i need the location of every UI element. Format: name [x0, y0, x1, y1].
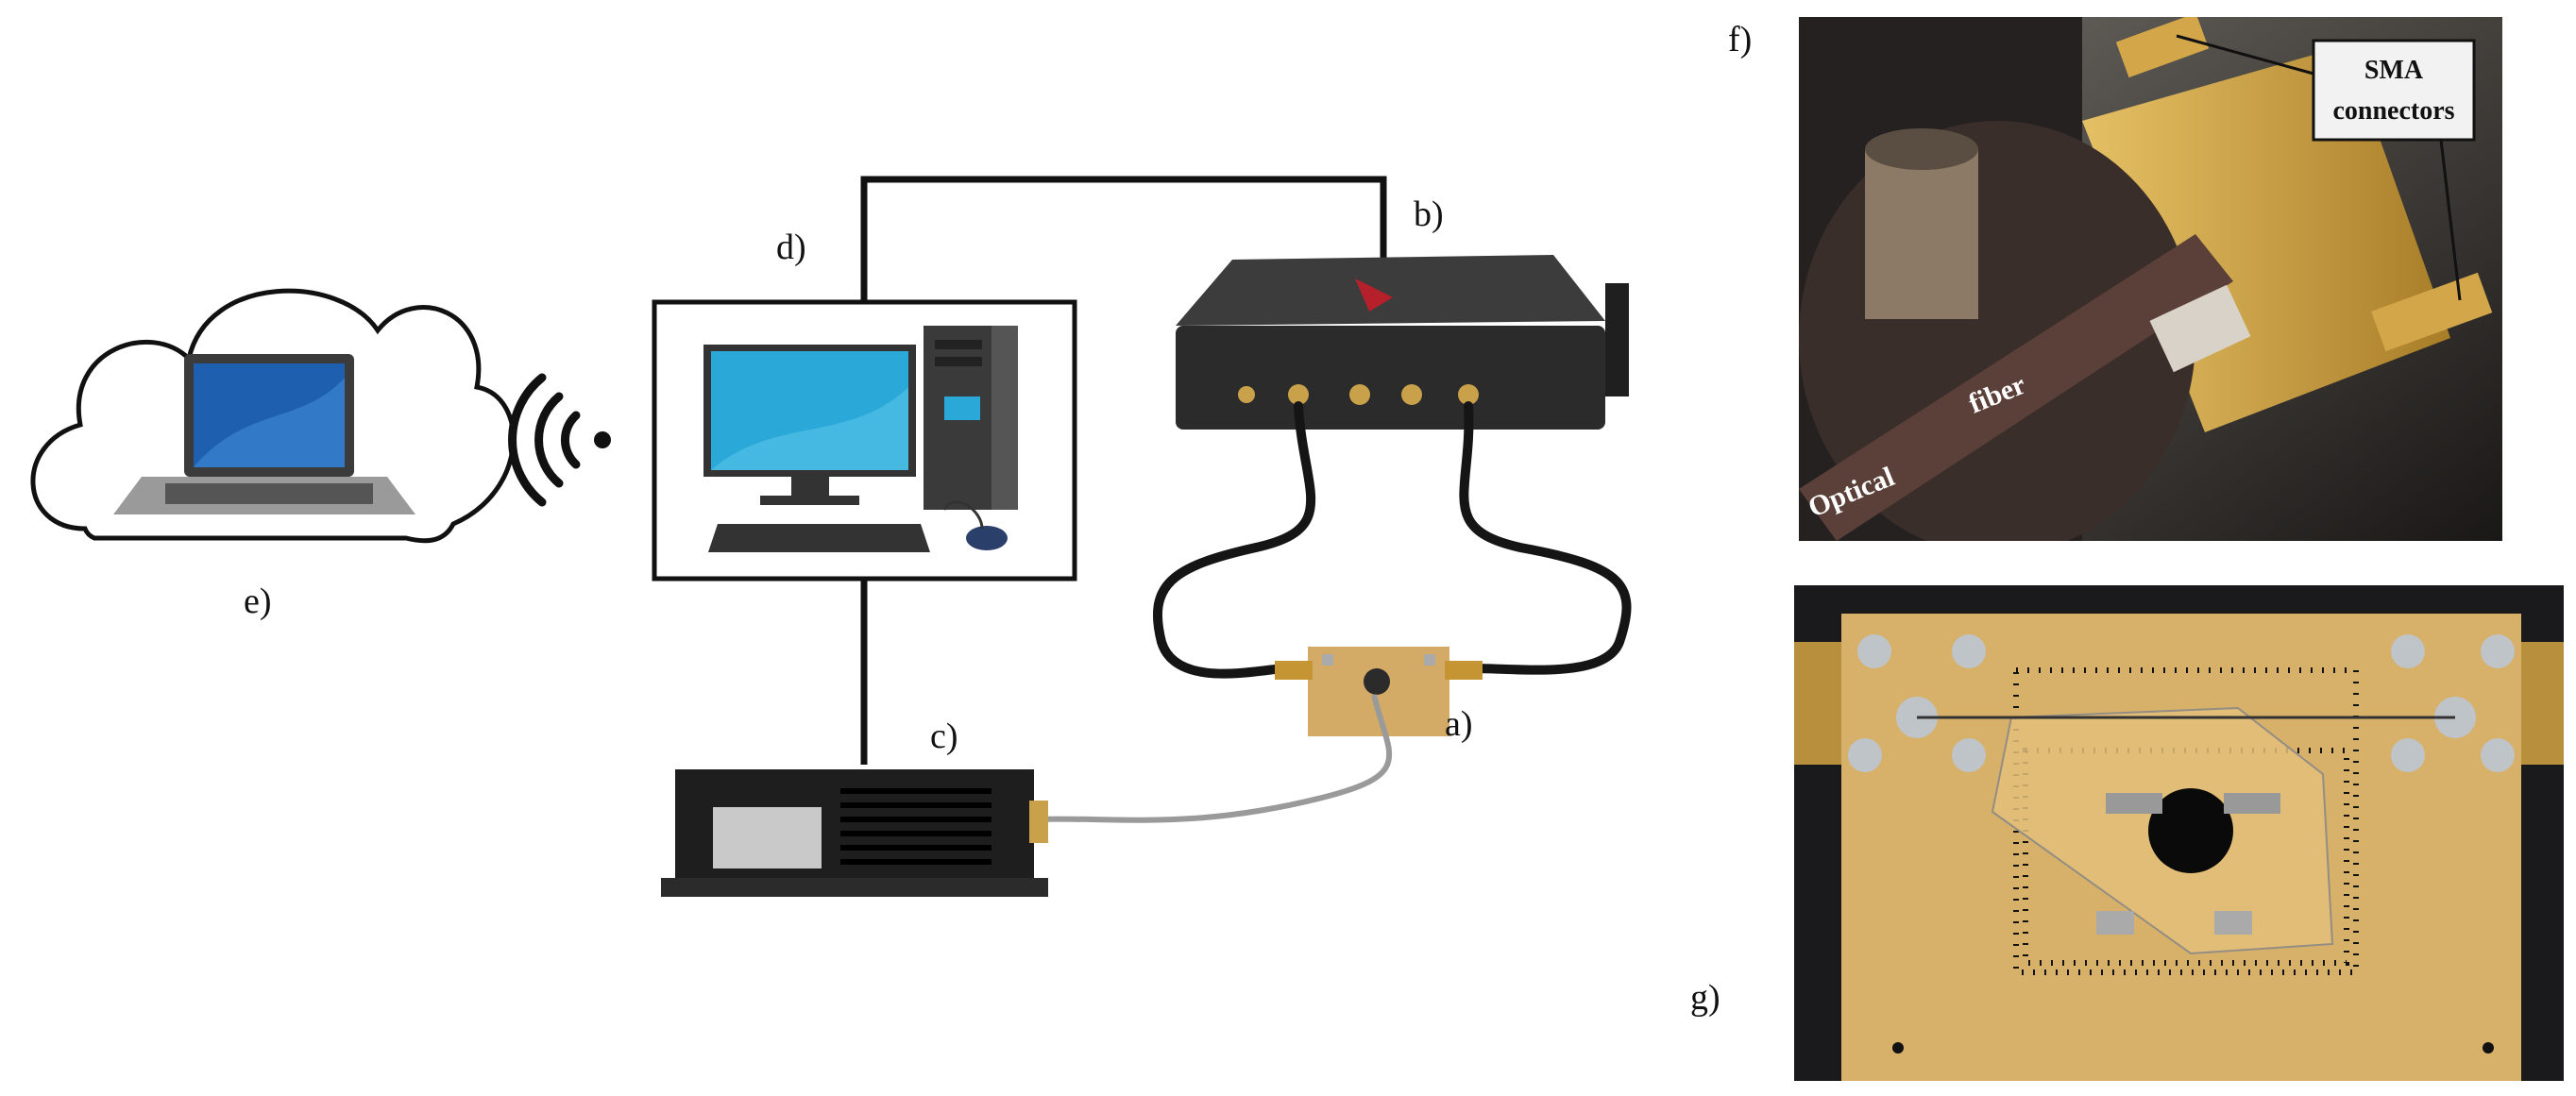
cable-lines — [860, 176, 1387, 765]
desktop-computer-icon — [703, 326, 1018, 552]
label-d: d) — [776, 228, 806, 267]
network-analyzer-icon — [1176, 255, 1629, 430]
photo-sma-connectors: Optical fiber SMA connectors — [1799, 17, 2502, 541]
wireless-signal-icon — [508, 373, 611, 507]
rf-cables — [1153, 401, 1632, 679]
label-a: a) — [1445, 704, 1473, 744]
cloud-outline — [30, 288, 517, 544]
optical-fiber — [1033, 694, 1393, 823]
label-f: f) — [1728, 20, 1753, 59]
laser-source-icon — [661, 769, 1048, 897]
photo-f-illustration: Optical fiber SMA connectors — [1799, 17, 2502, 541]
label-b: b) — [1414, 194, 1444, 234]
sma-callout-box — [2312, 39, 2476, 142]
sma-callout-line1: SMA — [2364, 56, 2424, 85]
label-e: e) — [244, 582, 272, 621]
label-c: c) — [930, 717, 958, 756]
sma-callout-line2: connectors — [2332, 96, 2454, 126]
cloud-laptop-group — [30, 288, 517, 544]
laptop-icon — [113, 354, 415, 514]
photo-sensor-board — [1794, 585, 2564, 1081]
photo-g-illustration — [1794, 585, 2564, 1081]
computer-to-analyzer-wire — [860, 176, 1387, 304]
label-g: g) — [1690, 978, 1720, 1018]
